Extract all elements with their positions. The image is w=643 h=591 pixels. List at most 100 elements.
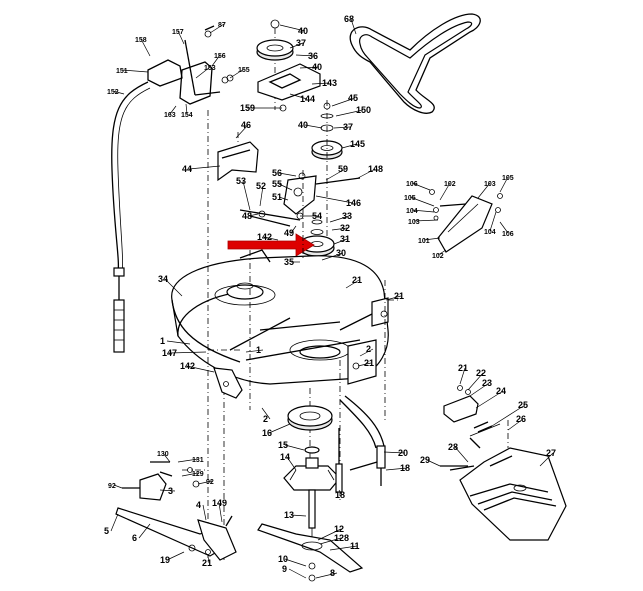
- callout-leader-28: [454, 446, 469, 463]
- callout-leader-18: [385, 467, 408, 471]
- callout-leader-34: [164, 278, 183, 297]
- callout-leader-15: [284, 444, 305, 451]
- callout-149: 149: [212, 498, 227, 508]
- callout-leader-21d: [207, 555, 210, 564]
- callout-leader-24: [475, 390, 504, 409]
- callout-leader-36: [295, 54, 316, 57]
- callout-leader-14: [286, 456, 297, 471]
- callout-leader-37b: [333, 126, 351, 129]
- callout-leader-23: [469, 382, 490, 397]
- idler-arm-assembly: [239, 172, 361, 227]
- callout-8: 8: [330, 568, 335, 578]
- callout-54: 54: [312, 211, 322, 221]
- callout-leader-143: [311, 82, 330, 85]
- callout-19: 19: [160, 555, 170, 565]
- callout-leader-53: [242, 180, 251, 211]
- callout-leader-16: [268, 423, 291, 434]
- callout-143: 143: [322, 78, 337, 88]
- highlight-arrow: [227, 233, 315, 257]
- callout-leader-146: [315, 195, 354, 204]
- callout-leader-87: [209, 23, 225, 34]
- callout-leader-129: [181, 472, 199, 477]
- callout-10: 10: [278, 554, 288, 564]
- callout-leader-18b: [338, 489, 343, 496]
- callout-leader-44: [188, 165, 221, 170]
- callout-40: 40: [298, 26, 308, 36]
- callout-leader-102b: [437, 249, 447, 256]
- callout-32: 32: [340, 223, 350, 233]
- callout-131: 131: [192, 457, 204, 464]
- callout-9: 9: [282, 564, 287, 574]
- callout-30: 30: [336, 248, 346, 258]
- idler-pulley-right: [311, 100, 343, 270]
- callout-leader-56: [278, 172, 297, 177]
- callout-40b: 40: [312, 62, 322, 72]
- callout-130: 130: [157, 451, 169, 458]
- callout-21d: 21: [202, 558, 212, 568]
- callout-leader-32: [331, 227, 348, 231]
- callout-103: 103: [484, 181, 496, 188]
- callout-leader-40: [279, 24, 306, 32]
- callout-leader-148: [357, 168, 376, 179]
- callout-20: 20: [398, 448, 408, 458]
- callout-92: 92: [108, 483, 116, 490]
- callout-leader-149: [218, 502, 223, 523]
- callout-104b: 104: [484, 229, 496, 236]
- callout-leader-130: [162, 452, 171, 463]
- callout-leader-1: [166, 340, 191, 345]
- callout-leader-128: [319, 537, 342, 545]
- callout-92b: 92: [206, 479, 214, 486]
- callout-leader-21b: [385, 295, 402, 301]
- callout-142: 142: [257, 232, 272, 242]
- idler-pulley-top: [256, 19, 321, 112]
- callout-18: 18: [400, 463, 410, 473]
- callout-157: 157: [172, 29, 184, 36]
- callout-leader-20: [383, 451, 406, 454]
- callout-25: 25: [518, 400, 528, 410]
- callout-48: 48: [242, 211, 252, 221]
- callout-leader-144: [289, 93, 308, 100]
- callout-68: 68: [344, 14, 354, 24]
- callout-leader-150: [335, 109, 364, 117]
- callout-leader-92b: [197, 480, 213, 485]
- callout-leader-106b: [499, 221, 509, 234]
- callout-leader-151: [121, 69, 149, 73]
- callout-leader-2: [359, 348, 374, 357]
- callout-leader-40b: [299, 66, 320, 69]
- callout-46: 46: [241, 120, 251, 130]
- callout-158: 158: [135, 37, 147, 44]
- callout-2: 2: [366, 344, 371, 354]
- callout-55: 55: [272, 179, 282, 189]
- callout-leader-13: [290, 514, 307, 517]
- callout-leader-163: [169, 105, 177, 115]
- callout-155: 155: [238, 67, 250, 74]
- callout-1: 1: [160, 336, 165, 346]
- callout-147: 147: [162, 348, 177, 358]
- callout-leader-49: [290, 225, 297, 234]
- callout-leader-147: [168, 351, 207, 354]
- callout-leader-92: [113, 484, 123, 489]
- callout-leader-52: [259, 185, 264, 207]
- callout-22: 22: [476, 368, 486, 378]
- callout-leader-158: [140, 38, 151, 57]
- callout-153: 153: [204, 65, 216, 72]
- callout-34: 34: [158, 274, 168, 284]
- callout-27: 27: [546, 448, 556, 458]
- callout-35: 35: [284, 257, 294, 267]
- callout-leader-21c: [357, 362, 372, 367]
- callout-leader-29: [426, 459, 441, 467]
- callout-leader-142b: [186, 365, 215, 373]
- callout-150: 150: [356, 105, 371, 115]
- callout-leader-105b: [409, 196, 435, 207]
- deflector-assembly: [429, 189, 503, 253]
- callout-leader-37: [289, 42, 304, 49]
- callout-105b: 105: [404, 195, 416, 202]
- callout-14: 14: [280, 452, 290, 462]
- callout-128: 128: [334, 533, 349, 543]
- callout-12: 12: [334, 524, 344, 534]
- callout-leader-6: [138, 523, 151, 539]
- callout-leader-103: [477, 182, 491, 199]
- callout-leader-105: [499, 176, 509, 193]
- callout-129: 129: [192, 471, 204, 478]
- control-cable: [111, 81, 151, 353]
